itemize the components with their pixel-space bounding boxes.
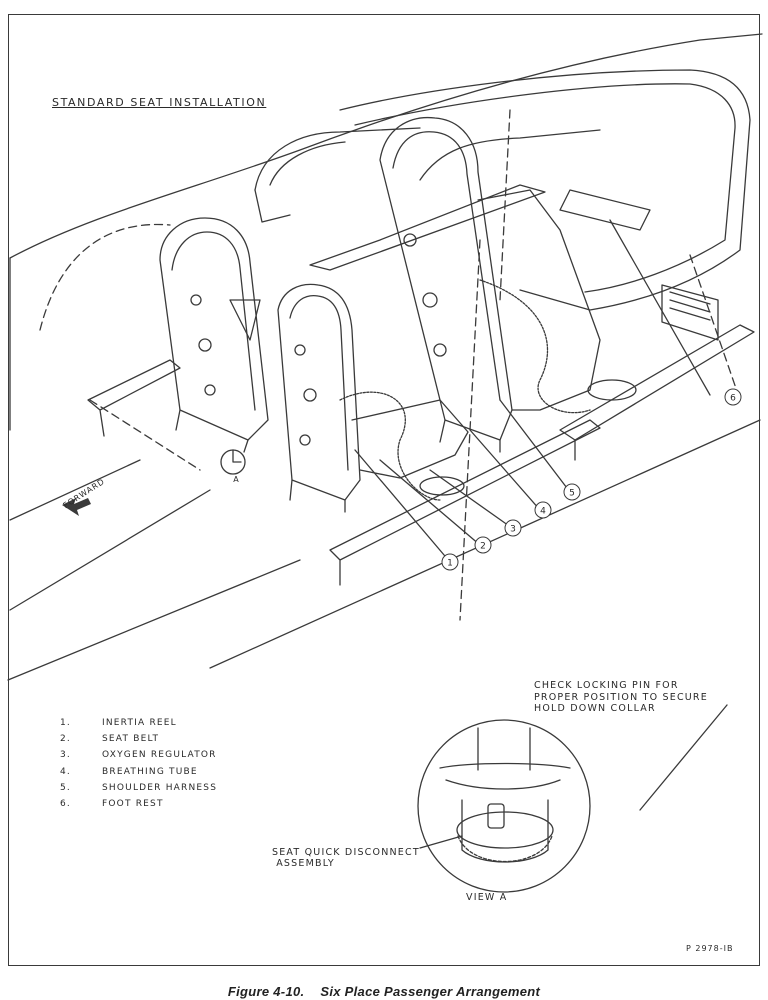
- callout-5-circle: [563, 483, 581, 501]
- callout-2-circle: [474, 536, 492, 554]
- legend-number: 5.: [60, 782, 71, 793]
- callout-3-circle: [504, 519, 522, 537]
- canopy: [339, 69, 751, 311]
- legend-label: OXYGEN REGULATOR: [102, 750, 217, 761]
- figure-frame: [8, 14, 760, 966]
- seat-center: [277, 283, 469, 513]
- locking-pin-note: CHECK LOCKING PIN FOR PROPER POSITION TO…: [534, 680, 708, 714]
- floor-rail-center: [329, 419, 601, 586]
- callout-leaders: [354, 219, 711, 563]
- quick-disconnect-label: SEAT QUICK DISCONNECT ASSEMBLY: [272, 847, 420, 869]
- callout-2: 2: [480, 542, 486, 552]
- callout-1: 1: [447, 559, 453, 569]
- forward-arrow: [62, 498, 91, 516]
- legend-item: 1. INERTIA REEL: [60, 715, 217, 731]
- legend-label: SHOULDER HARNESS: [102, 782, 218, 793]
- legend-label: SEAT BELT: [102, 734, 160, 745]
- caption-number: Figure 4-10.: [227, 984, 305, 999]
- legend-item: 6. FOOT REST: [60, 796, 217, 812]
- callout-6: 6: [730, 394, 736, 404]
- callout-1-circle: [441, 553, 459, 571]
- caption-title: Six Place Passenger Arrangement: [320, 984, 541, 999]
- legend-number: 2.: [60, 734, 71, 745]
- view-a-label: VIEW A: [466, 892, 508, 903]
- seat-aft-left: [159, 217, 269, 453]
- callout-4: 4: [540, 507, 546, 517]
- hidden-lines: [39, 109, 741, 621]
- view-a-tag: A: [233, 475, 239, 484]
- figure-caption: Figure 4-10. Six Place Passenger Arrange…: [0, 984, 768, 999]
- legend-item: 5. SHOULDER HARNESS: [60, 780, 217, 796]
- legend-number: 3.: [60, 750, 71, 761]
- fuselage-outline: [9, 33, 763, 259]
- diagram-title: STANDARD SEAT INSTALLATION: [52, 96, 267, 109]
- floor-rail-left: [87, 359, 181, 437]
- legend-item: 3. OXYGEN REGULATOR: [60, 747, 217, 763]
- legend-item: 4. BREATHING TUBE: [60, 764, 217, 780]
- legend-number: 4.: [60, 766, 71, 777]
- legend-item: 2. SEAT BELT: [60, 731, 217, 747]
- callout-6-circle: [724, 388, 742, 406]
- callout-5: 5: [569, 489, 575, 499]
- legend-label: INERTIA REEL: [102, 718, 177, 729]
- legend-number: 6.: [60, 799, 71, 810]
- floor-rail-right: [559, 324, 755, 461]
- callout-4-circle: [534, 501, 552, 519]
- figure-code: P 2978-IB: [686, 944, 734, 953]
- seat-forward-right: [379, 116, 651, 453]
- callout-markers: 1 2 3 4 5 6 A: [233, 388, 742, 571]
- legend-label: BREATHING TUBE: [102, 766, 198, 777]
- parts-legend: 1. INERTIA REEL 2. SEAT BELT 3. OXYGEN REGU…: [60, 715, 217, 812]
- legend-label: FOOT REST: [102, 799, 164, 810]
- callout-3: 3: [510, 525, 516, 535]
- view-a-detail: [417, 719, 591, 893]
- legend-number: 1.: [60, 718, 71, 729]
